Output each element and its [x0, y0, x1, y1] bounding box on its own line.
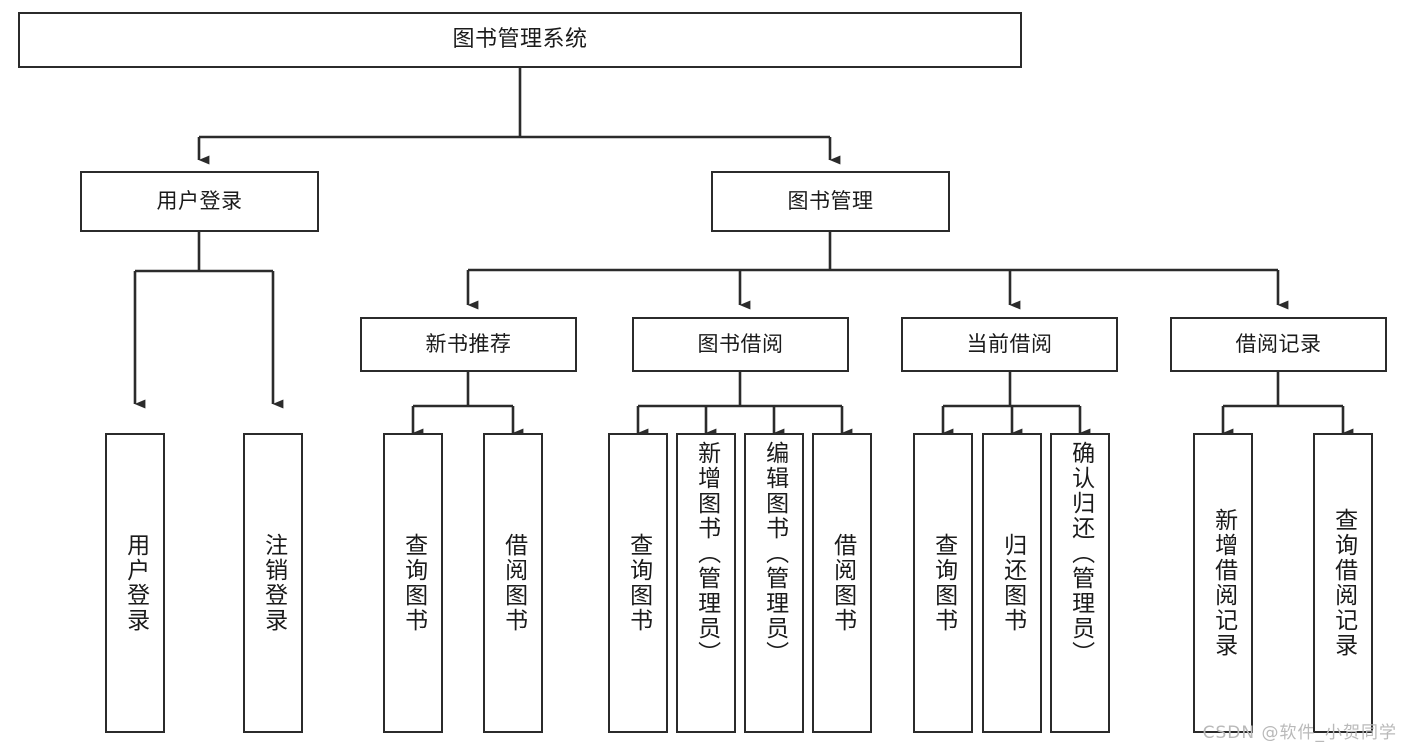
- node-new-book-recommend-label: 新书推荐: [425, 332, 512, 357]
- node-current-borrow-label: 当前借阅: [966, 332, 1053, 357]
- node-book-manage-label: 图书管理: [787, 189, 874, 214]
- leaf-query-book-1-label: 查询图书: [400, 533, 427, 633]
- node-book-borrow[interactable]: 图书借阅: [632, 317, 849, 372]
- leaf-add-record-label: 新增借阅记录: [1210, 508, 1237, 658]
- node-root-label: 图书管理系统: [452, 27, 588, 53]
- leaf-query-record-label: 查询借阅记录: [1330, 508, 1357, 658]
- node-user-login[interactable]: 用户登录: [80, 171, 319, 232]
- leaf-borrow-book-1-label: 借阅图书: [500, 533, 527, 633]
- csdn-watermark: CSDN @软件_小贺同学: [1202, 723, 1397, 743]
- node-book-manage[interactable]: 图书管理: [711, 171, 950, 232]
- leaf-confirm-return-label: 确认归还（管理员）: [1067, 441, 1094, 666]
- leaf-borrow-book-2[interactable]: 借阅图书: [812, 433, 872, 733]
- leaf-add-book[interactable]: 新增图书（管理员）: [676, 433, 736, 733]
- leaf-query-book-1[interactable]: 查询图书: [383, 433, 443, 733]
- node-current-borrow[interactable]: 当前借阅: [901, 317, 1118, 372]
- leaf-query-book-2[interactable]: 查询图书: [608, 433, 668, 733]
- leaf-user-login[interactable]: 用户登录: [105, 433, 165, 733]
- node-user-login-label: 用户登录: [156, 189, 243, 214]
- leaf-return-book[interactable]: 归还图书: [982, 433, 1042, 733]
- leaf-borrow-book-1[interactable]: 借阅图书: [483, 433, 543, 733]
- leaf-user-login-label: 用户登录: [122, 533, 149, 633]
- node-book-borrow-label: 图书借阅: [697, 332, 784, 357]
- leaf-logout-label: 注销登录: [260, 533, 287, 633]
- leaf-add-record[interactable]: 新增借阅记录: [1193, 433, 1253, 733]
- node-root-book-management-system[interactable]: 图书管理系统: [18, 12, 1022, 68]
- leaf-borrow-book-2-label: 借阅图书: [829, 533, 856, 633]
- leaf-edit-book[interactable]: 编辑图书（管理员）: [744, 433, 804, 733]
- node-borrow-record-label: 借阅记录: [1235, 332, 1322, 357]
- leaf-confirm-return[interactable]: 确认归还（管理员）: [1050, 433, 1110, 733]
- leaf-query-book-3[interactable]: 查询图书: [913, 433, 973, 733]
- leaf-query-book-2-label: 查询图书: [625, 533, 652, 633]
- node-new-book-recommend[interactable]: 新书推荐: [360, 317, 577, 372]
- leaf-add-book-label: 新增图书（管理员）: [693, 441, 720, 666]
- leaf-return-book-label: 归还图书: [999, 533, 1026, 633]
- leaf-query-record[interactable]: 查询借阅记录: [1313, 433, 1373, 733]
- leaf-query-book-3-label: 查询图书: [930, 533, 957, 633]
- leaf-edit-book-label: 编辑图书（管理员）: [761, 441, 788, 666]
- node-borrow-record[interactable]: 借阅记录: [1170, 317, 1387, 372]
- leaf-logout[interactable]: 注销登录: [243, 433, 303, 733]
